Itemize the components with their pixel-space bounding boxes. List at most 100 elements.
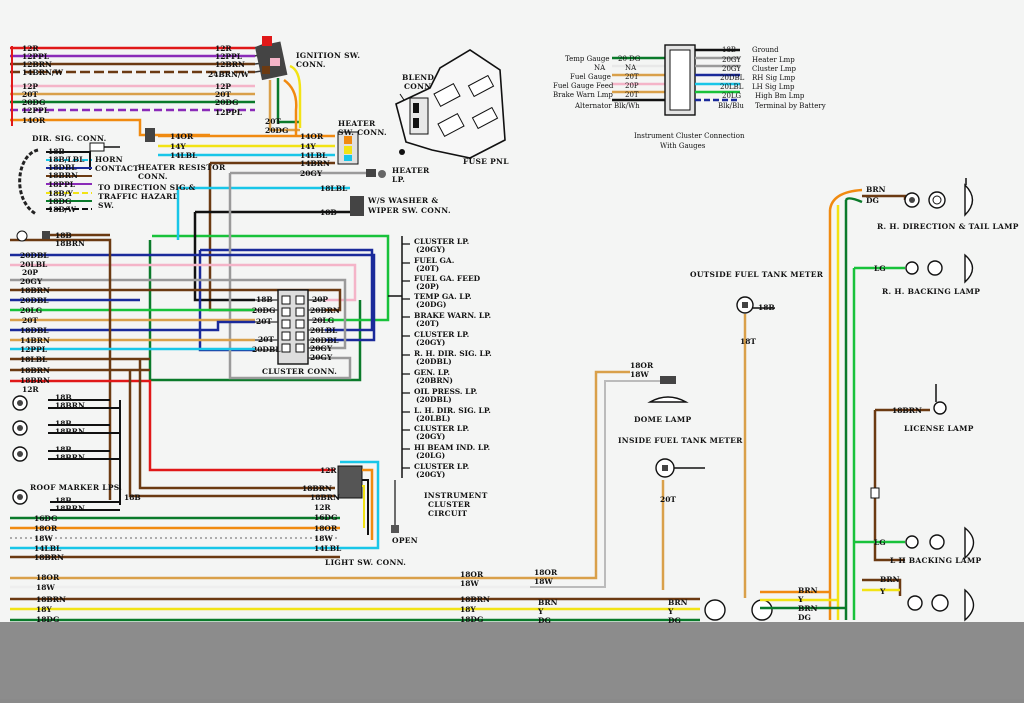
open-label: OPEN [392,536,418,545]
wire-label: 18DG [460,615,483,624]
washer-wiper-label: WIPER SW. CONN. [367,206,451,215]
heater-resistor-label: HEATER RESISTOR [138,163,226,172]
cluster-routing-loops [10,173,390,500]
gauge-label: Alternator [574,102,612,110]
wire-label: 14BRN/W [22,68,64,77]
gauge-label: LH Sig Lmp [752,83,795,91]
wire-label: 18BRN [48,171,78,180]
wire-label: DG [538,616,551,625]
wire-label: 20T [265,117,281,126]
wire-label: 18W [34,534,53,543]
outside-fuel-label: OUTSIDE FUEL TANK METER [690,270,824,279]
wire-label: 18BRN [20,366,50,375]
cluster-item-wire: (20P) [416,282,439,291]
wire-label: 18B/LBL [48,155,85,164]
gauge-label: Terminal by Battery [755,102,826,110]
wire-label: 24BRN/W [208,70,250,79]
gauge-label: Cluster Lmp [752,65,797,73]
wire-label: 18OR [630,361,654,370]
wire-label: 16DG [34,514,57,523]
gauge-wire: 20GY [722,65,741,73]
cluster-pin-label: 20DBL [310,336,339,345]
wire-label: 18LBL [20,355,48,364]
cluster-pin-label: 20T [258,335,274,344]
gauge-wire: 20LBL [720,83,744,91]
instrument-circuit-label: CLUSTER [428,500,471,509]
wire-label: 12P [215,82,231,91]
gauge-label: NA [594,64,606,72]
wire-label: 18BRN [55,239,85,248]
gauge-label: Temp Gauge [565,55,610,63]
wire-label: 18B [320,208,337,217]
wire-label: 18BRN [302,484,332,493]
cluster-pin-label: 20LG [312,316,334,325]
wire-label: 16DG [314,513,337,522]
wire-label: 20T [660,495,676,504]
wire-label: 18B [55,445,72,454]
horn-contact-label: HORN [95,155,123,164]
cluster-pin-label: 20LBL [310,326,338,335]
wire-label: 14Y [170,142,186,151]
ignition-switch-label: CONN. [296,60,326,69]
wire-label: 18W [630,370,649,379]
gauge-wire: Blk/Blu [718,102,744,110]
heater-circuit: 14OR 14Y 14LBL HEATER RESISTOR CONN. 14O… [138,119,430,312]
wire-label: 12BRN [22,60,52,69]
wire-label: 18BRN [55,401,85,410]
cluster-item: L. H. DIR. SIG. LP. [414,406,491,415]
ignition-switch-label: IGNITION SW. [296,51,360,60]
wire-label: 18PPL [48,180,76,189]
wire-label: 18BRN [892,406,922,415]
cluster-pin-label: 20DBL [252,345,281,354]
traffic-hazard-label: TRAFFIC HAZARD [98,192,180,201]
wire-label: BRN [668,598,688,607]
wire-label: 18LBL [320,184,348,193]
wire-label: 18DG [36,615,59,624]
wire-label: 18OR [460,570,484,579]
heater-resistor-label: CONN. [138,172,168,181]
gauge-wire: Blk/Wh [614,102,640,110]
cluster-item-wire: (20DG) [416,300,446,309]
bottom-wire-bundle: 18OR 18W 18BRN 18Y 18DG 18OR 18W 18BRN 1… [10,314,773,625]
wire-label: DG [798,613,811,622]
wire-label: 20DG [22,98,45,107]
wire-label: 18B/W [48,205,77,214]
traffic-hazard-label: TO DIRECTION SIG.& [98,183,196,192]
cluster-pin-label: 20GY [310,344,333,353]
wire-label: 18BRN [55,427,85,436]
wire-label: 18B [55,231,72,240]
heater-lamp-label: HEATER [392,166,430,175]
cluster-pin-label: 20P [312,295,328,304]
gauge-label: Fuel Gauge Feed [553,82,614,90]
dir-sig-label: DIR. SIG. CONN. [32,134,107,143]
wire-label: 18B [55,496,72,505]
wire-label: 18BRN [20,376,50,385]
cluster-item-wire: (20BRN) [416,376,453,385]
cluster-item-wire: (20DBL) [416,357,452,366]
wire-label: DG [866,196,879,205]
wire-label: 18W [36,583,55,592]
wire-label: 18W [314,534,333,543]
wire-label: 18DG [48,197,71,206]
wire-label: 20P [22,268,38,277]
wire-label: 18DBL [20,326,49,335]
roof-marker-label: ROOF MARKER LPS. [30,483,122,492]
outside-fuel-tank-meter: OUTSIDE FUEL TANK METER 18B 18T [690,270,824,346]
wire-label: 14BRN [20,336,50,345]
wire-label: 18W [460,579,479,588]
cluster-item: TEMP GA. LP. [414,292,472,301]
wire-label: 12PPL [22,106,50,115]
washer-wiper-circuit: 18LBL 18B W/S WASHER & WIPER SW. CONN. [178,184,451,217]
wire-label: 12PPL [215,52,243,61]
wire-label: DG [668,616,681,625]
heater-switch-label: HEATER [338,119,376,128]
cluster-pin-label: 20BRN [310,306,340,315]
wire-label: BRN [880,575,900,584]
wire-label: Y [537,607,544,616]
gauge-label: RH Sig Lmp [752,74,796,82]
light-switch-connector: OPEN 12R 18BRN 18BRN 16DG 12R 18OR 18W 1… [10,460,418,567]
wire-label: 14Y [300,142,316,151]
wire-label: 18B [124,493,141,502]
cluster-function-list: CLUSTER LP. (20GY) FUEL GA. (20T) FUEL G… [388,236,492,518]
